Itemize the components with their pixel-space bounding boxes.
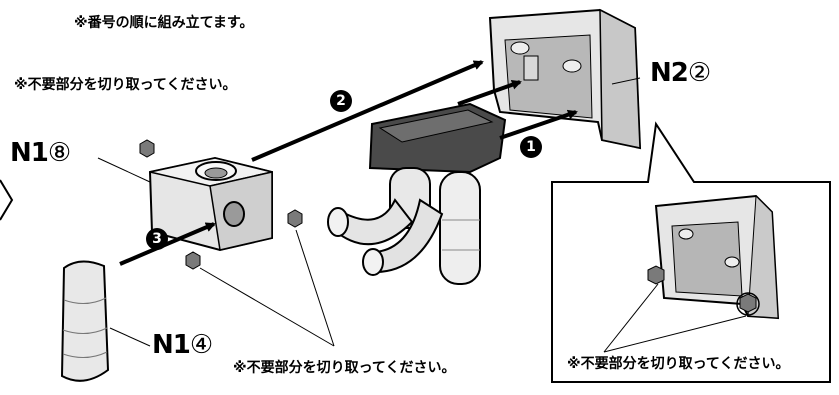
inset-callout (551, 121, 831, 383)
leader-lines (97, 77, 641, 347)
part-code: N1 (152, 330, 191, 360)
part-joint-assembly (327, 102, 507, 285)
part-n1-8-block (148, 156, 273, 252)
part-number: ④ (189, 330, 213, 360)
step-badge-2: 2 (330, 90, 352, 112)
part-number: ② (687, 58, 711, 88)
part-code: N2 (650, 58, 689, 88)
part-label-n1-8: N1⑧ (10, 138, 71, 168)
page-edge-chevron (0, 179, 14, 221)
assembly-order-note: ※番号の順に組み立てます。 (74, 15, 254, 31)
remove-excess-note-bottom: ※不要部分を切り取ってください。 (233, 360, 456, 376)
step-badge-3: 3 (146, 228, 168, 250)
part-number: ⑧ (47, 138, 71, 168)
part-code: N1 (10, 138, 49, 168)
remove-excess-note-inset: ※不要部分を切り取ってください。 (567, 356, 790, 372)
gate-marks (139, 139, 303, 270)
part-label-n1-4: N1④ (152, 330, 213, 360)
step-badge-1: 1 (520, 136, 542, 158)
remove-excess-note-top: ※不要部分を切り取ってください。 (14, 77, 237, 93)
part-label-n2-2: N2② (650, 58, 711, 88)
part-n1-4-cylinder (60, 260, 110, 382)
part-n2-bracket (488, 8, 642, 150)
assembly-arrows (119, 60, 578, 266)
